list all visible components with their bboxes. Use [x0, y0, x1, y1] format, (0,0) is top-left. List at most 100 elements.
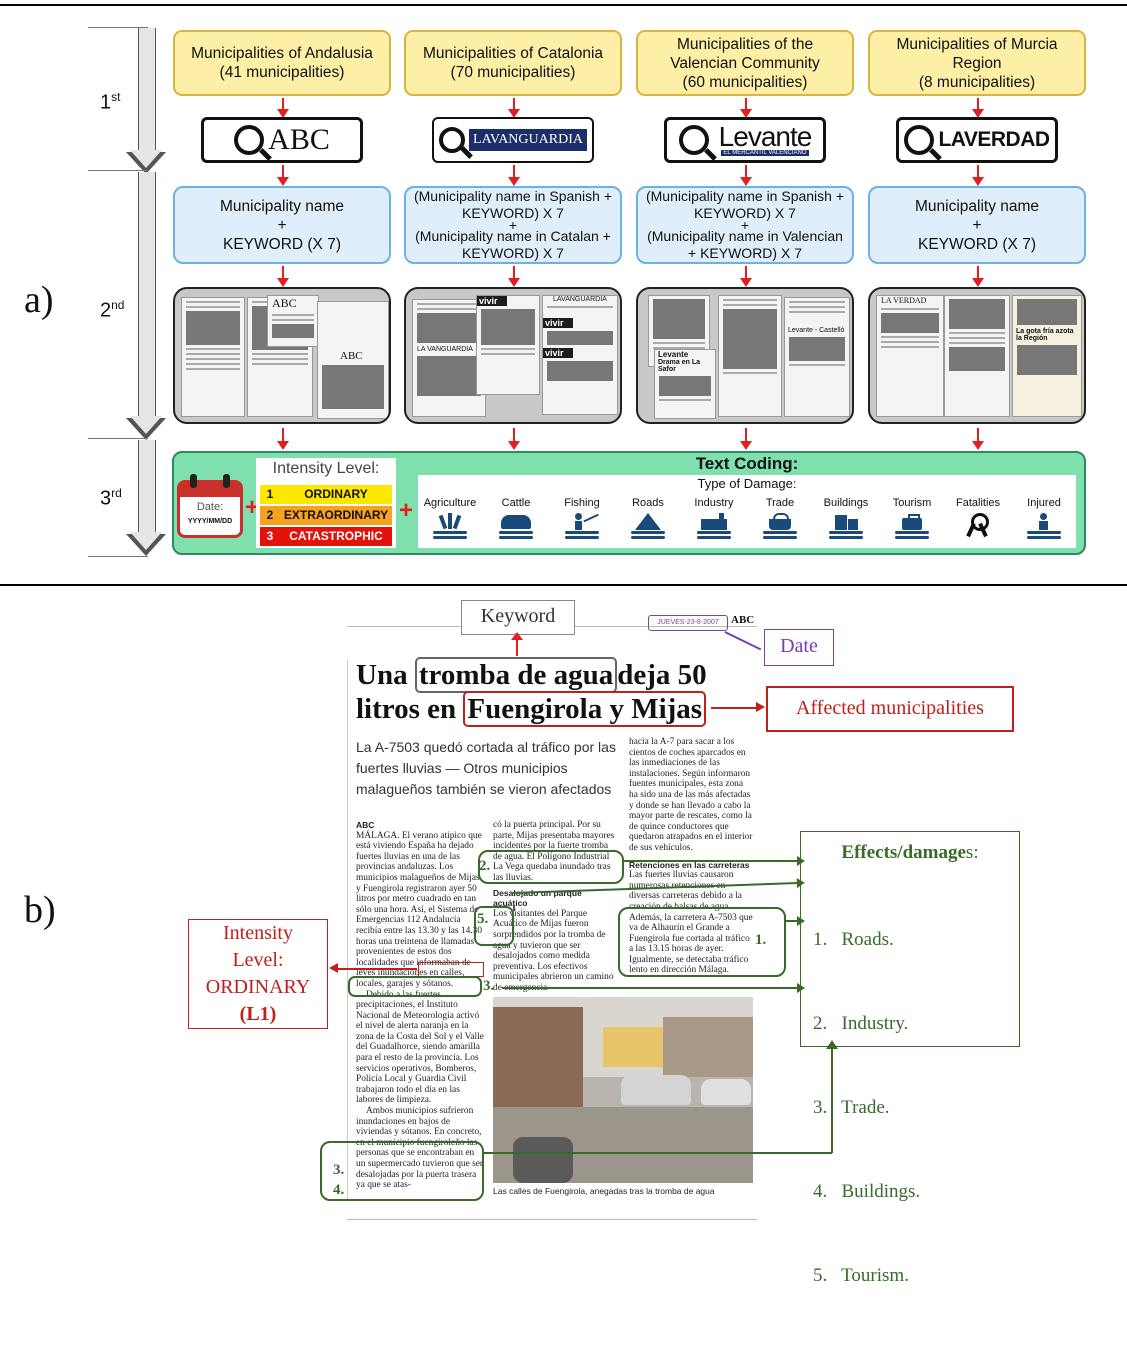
intensity-arrow [337, 968, 417, 970]
stage-tick [88, 438, 148, 439]
news-collage-laverdad: LA VERDAD La gota fría azota la Región [868, 287, 1086, 424]
region-andalusia: Municipalities of Andalusia(41 municipal… [173, 30, 391, 96]
effects-arrow [502, 983, 805, 992]
news-clipping: LA VANGUARDIA [412, 299, 486, 417]
news-clipping: Levante - Castelló [784, 297, 850, 417]
intensity-highlight [418, 962, 484, 977]
calendar-icon: Date: YYYY/MM/DD [177, 474, 243, 538]
newspaper-logo-levante: Levante EL MERCANTIL VALENCIANO [664, 117, 826, 163]
date-callout: Date [764, 629, 834, 666]
news-clipping [718, 295, 782, 417]
article-bottom-rule [347, 1219, 757, 1220]
effects-arrow [786, 916, 805, 925]
flow-arrow [972, 98, 984, 118]
flow-arrow [508, 428, 520, 450]
damage-tourism: Tourism [880, 497, 944, 539]
effects-arrow [624, 856, 805, 865]
damage-marker-2: 2. [479, 858, 491, 874]
article-photo [493, 997, 753, 1183]
query-andalusia: Municipality name+KEYWORD (X 7) [173, 186, 391, 264]
magnifier-icon [678, 125, 709, 155]
flow-arrow [740, 165, 752, 186]
article-left-rule [347, 660, 348, 1200]
damage-roads: Roads [616, 497, 680, 539]
suitcase-icon [895, 513, 929, 539]
effect-item: 1. Roads. [813, 929, 894, 950]
damage-marker-1: 1. [755, 932, 767, 948]
date-stamp: JUEVES-23-8-2007 [648, 615, 728, 631]
plus-sign: + [399, 497, 414, 524]
damage-types-panel: Type of Damage: Agriculture Cattle Fishi… [418, 475, 1076, 548]
panel-a-label: a) [24, 279, 54, 321]
flow-arrow [740, 98, 752, 118]
affected-arrow [711, 707, 757, 709]
affected-arrow-head [756, 702, 765, 712]
injured-person-icon [1027, 513, 1061, 539]
damage-highlight-1 [618, 907, 786, 977]
flow-arrow [740, 428, 752, 450]
effects-damages-callout: Effects/damages: 1. Roads. 2. Industry. … [800, 831, 1020, 1286]
flow-arrow [972, 165, 984, 186]
effect-item: 5. Tourism. [813, 1265, 909, 1286]
region-catalonia: Municipalities of Catalonia(70 municipal… [404, 30, 622, 96]
news-clipping: ABC [267, 295, 319, 347]
stage-3-label: 3rd [100, 486, 122, 510]
plus-sign: + [245, 494, 260, 521]
damage-buildings: Buildings [814, 497, 878, 539]
article-paper-name: ABC [731, 614, 755, 626]
effects-arrow [831, 1047, 833, 1153]
damage-industry: Industry [682, 497, 746, 539]
effect-item: 3. Trade. [813, 1097, 890, 1118]
flow-arrow [972, 266, 984, 287]
damage-injured: Injured [1012, 497, 1076, 539]
photo-caption: Las calles de Fuengirola, anegadas tras … [493, 1186, 715, 1196]
damage-marker-5: 5. [477, 911, 489, 927]
flow-arrow [972, 428, 984, 450]
stage-2-label: 2nd [100, 298, 125, 322]
effects-arrow [484, 1152, 832, 1154]
intensity-level-callout: Intensity Level: ORDINARY (L1) [188, 919, 328, 1029]
ribbon-icon [961, 513, 995, 539]
keyword-arrow-head [511, 632, 523, 640]
news-clipping: vivir [476, 295, 540, 395]
effects-arrow [513, 906, 515, 911]
effects-arrow-head [826, 1040, 838, 1049]
newspaper-logo-lavanguardia: LAVANGUARDIA [432, 117, 594, 163]
flow-arrow [508, 98, 520, 118]
damage-marker-3: 3. [333, 1162, 345, 1178]
magnifier-icon [439, 127, 466, 153]
basket-icon [763, 513, 797, 539]
effect-item: 4. Buildings. [813, 1181, 921, 1202]
fishing-icon [565, 513, 599, 539]
flow-arrow [508, 266, 520, 287]
text-coding-title: Text Coding: [695, 454, 799, 473]
damage-marker-4: 4. [333, 1182, 345, 1198]
stage-tick [88, 556, 148, 557]
news-collage-abc: ABC ABC [173, 287, 391, 424]
damage-fishing: Fishing [550, 497, 614, 539]
flow-arrow [277, 98, 289, 118]
stage-1-label: 1st [100, 90, 121, 114]
keyword-callout: Keyword [461, 600, 575, 635]
news-clipping: La gota fría azota la Región [1012, 295, 1082, 417]
separator-rule [0, 584, 1127, 586]
newspaper-logo-laverdad: LAVERDAD [896, 117, 1058, 163]
flow-arrow [277, 266, 289, 287]
building-icon [829, 513, 863, 539]
cattle-icon [499, 513, 533, 539]
news-clipping: ABC [317, 301, 389, 419]
damage-marker-3: 3. [483, 978, 495, 994]
top-rule [0, 4, 1127, 6]
flow-arrow [740, 266, 752, 287]
flow-arrow [508, 165, 520, 186]
effect-item: 2. Industry. [813, 1013, 909, 1034]
flow-arrow [277, 428, 289, 450]
